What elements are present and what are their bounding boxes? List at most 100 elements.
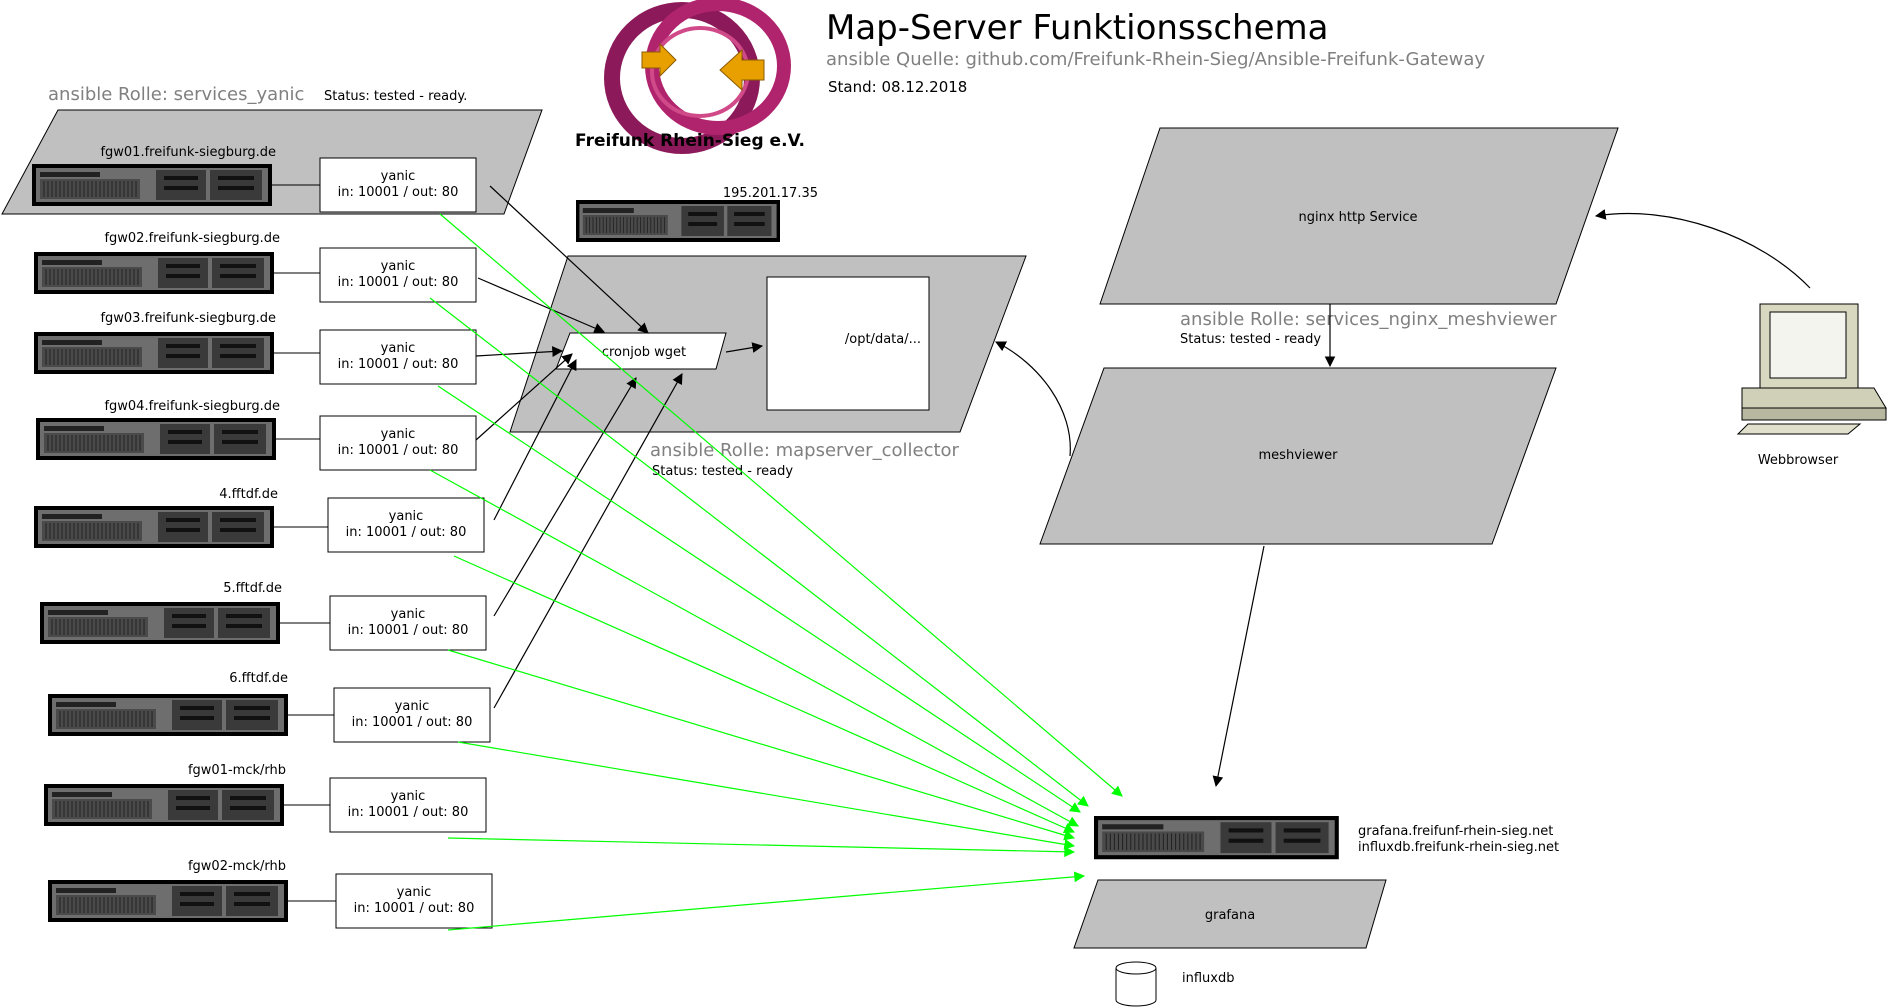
server-icon bbox=[47, 879, 289, 923]
collector-role-status: Status: tested - ready bbox=[652, 464, 793, 479]
arrow-meshviewer-to-data bbox=[995, 341, 1071, 457]
arrow-fgw03-to-cronjob bbox=[475, 346, 564, 357]
source-text: ansible Quelle: github.com/Freifunk-Rhei… bbox=[826, 49, 1485, 70]
server-icon bbox=[33, 505, 275, 549]
arrow-5fftdf-to-cronjob bbox=[493, 377, 637, 617]
arrow-6fftdf-to-cronjob bbox=[493, 373, 683, 709]
yanic-box bbox=[319, 329, 477, 385]
green-line-6fftdf bbox=[457, 741, 1076, 850]
gateway-hostname: fgw01-mck/rhb bbox=[188, 763, 286, 778]
nginx-panel bbox=[1099, 127, 1619, 305]
cronjob-label: cronjob wget bbox=[602, 345, 686, 360]
green-line-fgw02 bbox=[429, 297, 1089, 807]
green-line-fgw01 bbox=[439, 213, 1123, 797]
gateway-hostname: 5.fftdf.de bbox=[223, 581, 282, 596]
meshviewer-panel bbox=[1039, 367, 1557, 545]
yanic-service-label: yanic bbox=[381, 427, 416, 442]
gateway-hostname: 6.fftdf.de bbox=[229, 671, 288, 686]
cronjob-box bbox=[555, 332, 727, 370]
green-line-fgw03 bbox=[437, 385, 1081, 813]
green-line-fgw02-mck bbox=[447, 871, 1086, 931]
arrow-cronjob-to-data bbox=[725, 342, 764, 353]
collector-role-label: ansible Rolle: mapserver_collector bbox=[650, 440, 960, 461]
yanic-box bbox=[319, 415, 477, 471]
data-folder-box bbox=[766, 276, 930, 411]
gateway-hostname: fgw04.freifunk-siegburg.de bbox=[104, 399, 280, 414]
server-icon bbox=[47, 693, 289, 737]
collector-ip: 195.201.17.35 bbox=[723, 186, 818, 201]
page-title: Map-Server Funktionsschema bbox=[826, 8, 1328, 48]
server-icon bbox=[31, 163, 273, 207]
logo-text: Freifunk Rhein-Sieg e.V. bbox=[575, 131, 805, 151]
green-line-fgw04 bbox=[429, 469, 1079, 827]
yanic-service-label: yanic bbox=[391, 607, 426, 622]
data-path-label: /opt/data/... bbox=[845, 332, 921, 347]
grafana-server bbox=[1093, 815, 1340, 860]
yanic-ports-label: in: 10001 / out: 80 bbox=[346, 525, 467, 540]
yanic-ports-label: in: 10001 / out: 80 bbox=[338, 185, 459, 200]
green-line-5fftdf bbox=[447, 649, 1076, 841]
arrow-fgw02-to-cronjob bbox=[477, 277, 605, 334]
yanic-box bbox=[333, 687, 491, 743]
nginx-role-status: Status: tested - ready bbox=[1180, 332, 1321, 347]
nginx-role-label: ansible Rolle: services_nginx_meshviewer bbox=[1180, 309, 1557, 330]
yanic-service-label: yanic bbox=[381, 169, 416, 184]
meshviewer-label: meshviewer bbox=[1259, 448, 1339, 463]
yanic-box bbox=[319, 247, 477, 303]
gateway-hostname: fgw02-mck/rhb bbox=[188, 859, 286, 874]
server-icon bbox=[43, 783, 285, 827]
green-line-fgw01-mck bbox=[447, 837, 1076, 858]
green-line-4fftdf bbox=[453, 555, 1075, 833]
influxdb-host: influxdb.freifunk-rhein-sieg.net bbox=[1358, 840, 1559, 855]
database-icon bbox=[1115, 961, 1157, 1007]
arrow-browser-to-nginx bbox=[1594, 209, 1811, 289]
server-icon bbox=[39, 601, 281, 645]
yanic-ports-label: in: 10001 / out: 80 bbox=[338, 357, 459, 372]
freifunk-logo: Freifunk Rhein-Sieg e.V. bbox=[575, 0, 805, 154]
collector-server bbox=[575, 199, 781, 243]
arrow-fgw04-to-cronjob bbox=[475, 353, 573, 441]
yanic-service-label: yanic bbox=[391, 789, 426, 804]
yanic-service-label: yanic bbox=[381, 259, 416, 274]
arrow-meshviewer-to-grafana bbox=[1212, 545, 1265, 788]
nginx-label: nginx http Service bbox=[1298, 210, 1417, 225]
date-text: Stand: 08.12.2018 bbox=[828, 78, 967, 96]
grafana-host: grafana.freifunf-rhein-sieg.net bbox=[1358, 824, 1553, 839]
yanic-role-status: Status: tested - ready. bbox=[324, 89, 467, 104]
webbrowser-computer-icon bbox=[1736, 303, 1887, 435]
yanic-ports-label: in: 10001 / out: 80 bbox=[354, 901, 475, 916]
yanic-role-label: ansible Rolle: services_yanic bbox=[48, 84, 304, 105]
yanic-ports-label: in: 10001 / out: 80 bbox=[348, 623, 469, 638]
influxdb-label: influxdb bbox=[1182, 971, 1234, 986]
grafana-panel bbox=[1073, 879, 1387, 949]
yanic-box bbox=[329, 777, 487, 833]
gateway-hostname: fgw01.freifunk-siegburg.de bbox=[100, 145, 276, 160]
yanic-ports-label: in: 10001 / out: 80 bbox=[348, 805, 469, 820]
yanic-box bbox=[329, 595, 487, 651]
yanic-ports-label: in: 10001 / out: 80 bbox=[338, 443, 459, 458]
yanic-service-label: yanic bbox=[397, 885, 432, 900]
yanic-ports-label: in: 10001 / out: 80 bbox=[352, 715, 473, 730]
gateway-hostname: 4.fftdf.de bbox=[219, 487, 278, 502]
gateway-hostname: fgw02.freifunk-siegburg.de bbox=[104, 231, 280, 246]
arrow-fgw01-to-cronjob bbox=[489, 185, 649, 334]
yanic-service-label: yanic bbox=[381, 341, 416, 356]
server-icon bbox=[33, 331, 275, 375]
yanic-service-label: yanic bbox=[395, 699, 430, 714]
grafana-label: grafana bbox=[1205, 908, 1255, 923]
gateway-hostname: fgw03.freifunk-siegburg.de bbox=[100, 311, 276, 326]
server-icon bbox=[35, 417, 277, 461]
yanic-box bbox=[327, 497, 485, 553]
arrow-4fftdf-to-cronjob bbox=[493, 359, 577, 521]
yanic-box bbox=[335, 873, 493, 929]
webbrowser-label: Webbrowser bbox=[1758, 453, 1839, 468]
